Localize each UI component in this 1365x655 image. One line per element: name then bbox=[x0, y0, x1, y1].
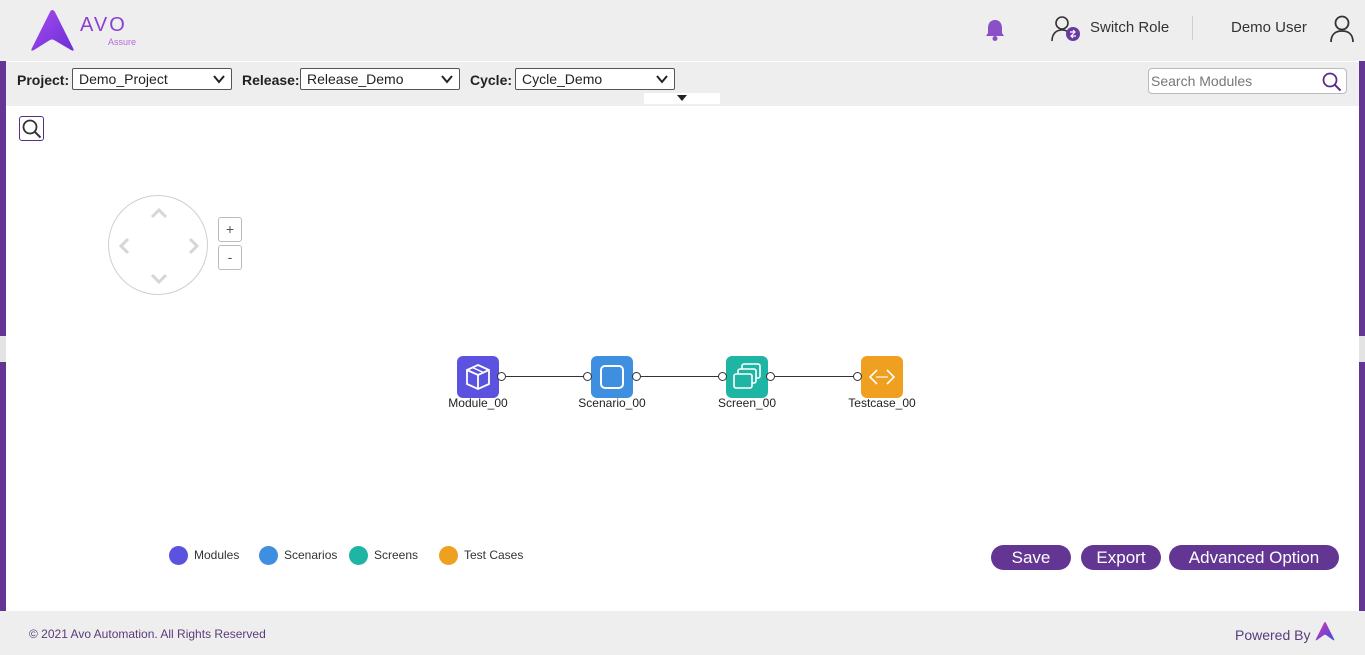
node-scenario[interactable] bbox=[591, 356, 633, 398]
right-panel-toggle[interactable] bbox=[1359, 336, 1365, 362]
copyright-text: © 2021 Avo Automation. All Rights Reserv… bbox=[29, 627, 266, 641]
pan-down-icon[interactable] bbox=[149, 268, 169, 288]
legend-label-scenarios: Scenarios bbox=[284, 548, 338, 562]
node-screen[interactable] bbox=[726, 356, 768, 398]
release-select[interactable]: Release_Demo bbox=[300, 68, 460, 90]
app-header: AVO Assure Switch Role Demo User bbox=[0, 0, 1365, 61]
code-icon bbox=[868, 369, 896, 385]
zoom-in-button[interactable]: + bbox=[218, 217, 242, 242]
node-label: Testcase_00 bbox=[848, 396, 916, 410]
legend-dot-scenarios bbox=[259, 546, 278, 565]
switch-role-label[interactable]: Switch Role bbox=[1090, 19, 1170, 36]
chevron-down-icon bbox=[656, 75, 668, 84]
advanced-option-button[interactable]: Advanced Option bbox=[1169, 545, 1339, 570]
node-port[interactable] bbox=[583, 372, 592, 381]
node-port[interactable] bbox=[853, 372, 862, 381]
cycle-select-value: Cycle_Demo bbox=[522, 71, 603, 87]
logo-text: AVO bbox=[80, 14, 127, 36]
node-label: Scenario_00 bbox=[578, 396, 646, 410]
cube-icon bbox=[466, 364, 490, 390]
filter-toolbar: Project: Demo_Project Release: Release_D… bbox=[6, 62, 1359, 106]
switch-role-icon[interactable] bbox=[1051, 15, 1083, 43]
link-scenario-screen bbox=[641, 376, 722, 377]
avo-logo-icon[interactable] bbox=[28, 8, 138, 54]
legend-dot-modules bbox=[169, 546, 188, 565]
caret-down-icon bbox=[677, 95, 687, 101]
project-select[interactable]: Demo_Project bbox=[72, 68, 232, 90]
link-module-scenario bbox=[506, 376, 587, 377]
pan-up-icon[interactable] bbox=[149, 204, 169, 224]
zoom-out-button[interactable]: - bbox=[218, 245, 242, 270]
cycle-select[interactable]: Cycle_Demo bbox=[515, 68, 675, 90]
node-label: Module_00 bbox=[448, 396, 508, 410]
square-icon bbox=[600, 365, 624, 389]
node-label: Screen_00 bbox=[717, 396, 777, 410]
screens-icon bbox=[733, 363, 761, 389]
legend-label-screens: Screens bbox=[374, 548, 419, 562]
logo-subtitle: Assure bbox=[108, 37, 137, 47]
node-port[interactable] bbox=[497, 372, 506, 381]
pan-left-icon[interactable] bbox=[115, 236, 135, 256]
node-module[interactable] bbox=[457, 356, 499, 398]
legend-dot-screens bbox=[349, 546, 368, 565]
header-divider bbox=[1192, 16, 1193, 40]
search-modules-input[interactable] bbox=[1151, 72, 1311, 90]
project-label: Project: bbox=[17, 72, 70, 88]
project-select-value: Demo_Project bbox=[79, 71, 168, 87]
canvas-search-button[interactable] bbox=[19, 116, 44, 141]
left-panel-toggle[interactable] bbox=[0, 336, 6, 362]
app-footer: © 2021 Avo Automation. All Rights Reserv… bbox=[0, 611, 1365, 655]
pan-navigator bbox=[108, 195, 208, 295]
release-label: Release: bbox=[242, 72, 300, 88]
link-screen-testcase bbox=[775, 376, 857, 377]
user-name[interactable]: Demo User bbox=[1231, 19, 1307, 36]
module-search-box bbox=[1148, 68, 1347, 94]
bell-icon[interactable] bbox=[984, 18, 1006, 42]
node-port[interactable] bbox=[632, 372, 641, 381]
legend-dot-testcases bbox=[439, 546, 458, 565]
legend-label-modules: Modules bbox=[194, 548, 240, 562]
search-icon bbox=[22, 119, 42, 139]
node-testcase[interactable] bbox=[861, 356, 903, 398]
pan-right-icon[interactable] bbox=[183, 236, 203, 256]
toolbar-collapse-toggle[interactable] bbox=[644, 93, 720, 104]
export-button[interactable]: Export bbox=[1081, 545, 1161, 570]
user-profile-icon[interactable] bbox=[1329, 15, 1355, 43]
legend-label-testcases: Test Cases bbox=[464, 548, 524, 562]
avo-logo-icon bbox=[1315, 622, 1335, 641]
search-icon[interactable] bbox=[1322, 72, 1342, 92]
chevron-down-icon bbox=[441, 75, 453, 84]
powered-by-text: Powered By bbox=[1235, 627, 1311, 643]
node-port[interactable] bbox=[766, 372, 775, 381]
node-port[interactable] bbox=[718, 372, 727, 381]
cycle-label: Cycle: bbox=[470, 72, 513, 88]
save-button[interactable]: Save bbox=[991, 545, 1071, 570]
chevron-down-icon bbox=[213, 75, 225, 84]
release-select-value: Release_Demo bbox=[307, 71, 404, 87]
